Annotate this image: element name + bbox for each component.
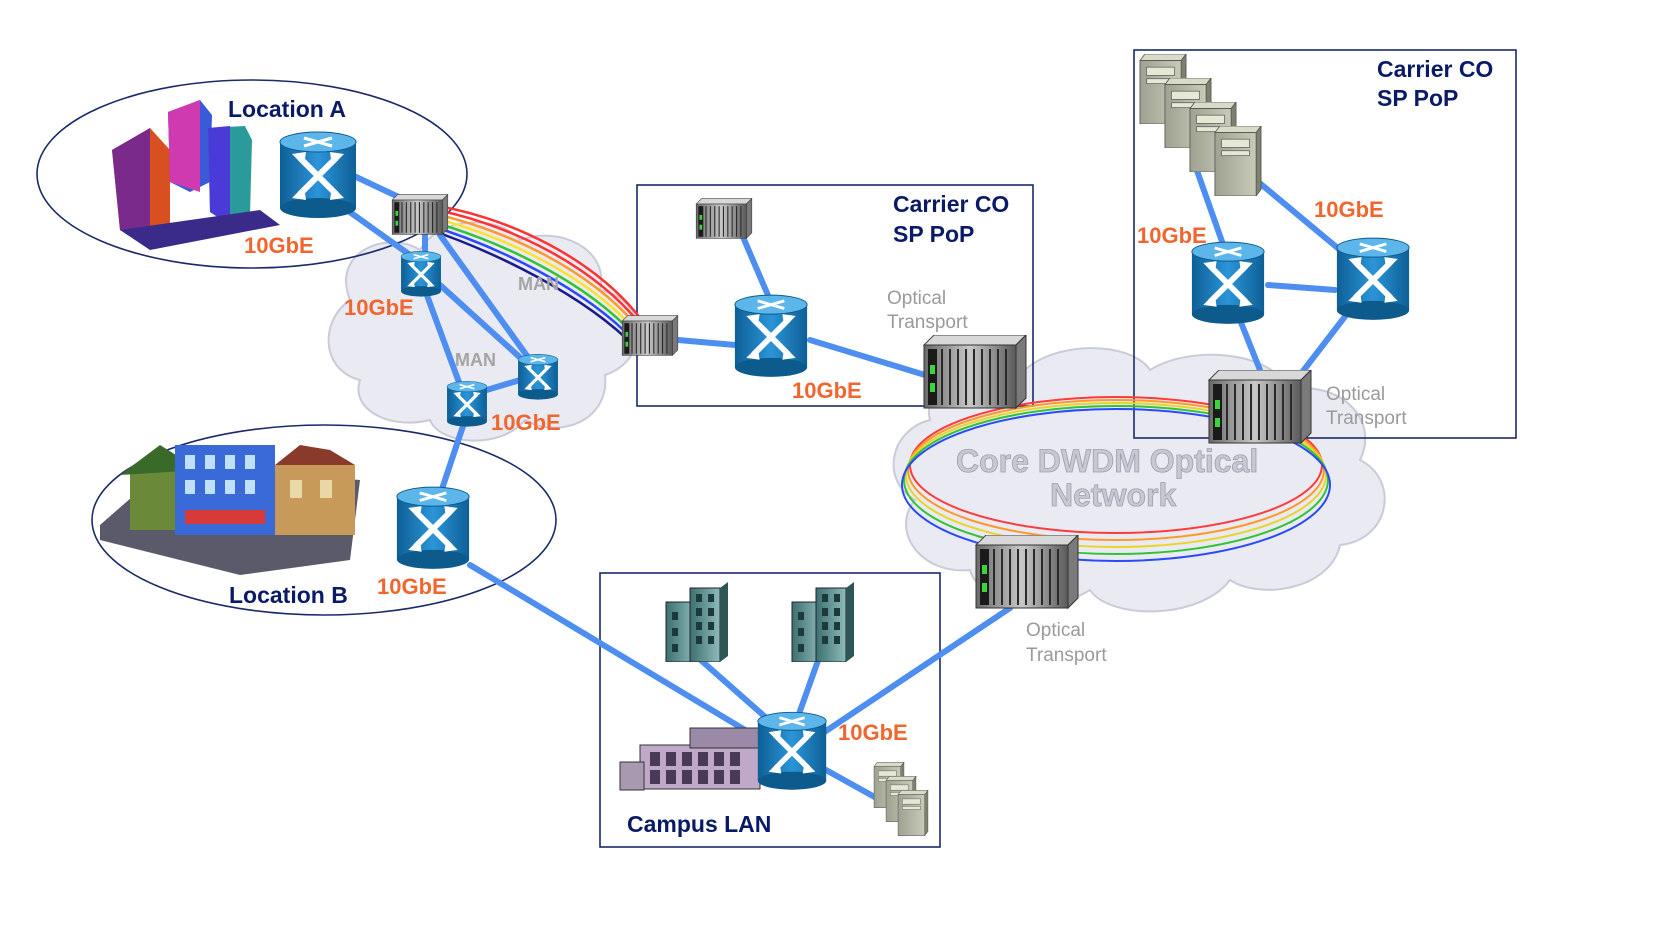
label-gbe-location-b: 10GbE — [377, 574, 447, 599]
campus-main-building — [619, 727, 761, 791]
dwdm-ring — [901, 396, 1331, 562]
links — [337, 162, 1353, 803]
location-b-buildings — [100, 445, 360, 575]
label-carrier-co-right-2: SP PoP — [1377, 85, 1458, 111]
label-gbe-man-1: 10GbE — [344, 295, 414, 320]
carrier-switch — [695, 198, 753, 239]
label-gbe-carrier-mid: 10GbE — [792, 378, 862, 403]
label-gbe-campus: 10GbE — [838, 720, 908, 745]
router-man-3 — [446, 380, 488, 428]
label-optical-right-1: Optical — [1326, 384, 1385, 405]
optical-transport-bottom — [975, 535, 1079, 609]
label-optical-mid-2: Transport — [887, 312, 968, 333]
label-carrier-co-mid-2: SP PoP — [893, 221, 974, 247]
router-campus — [758, 712, 826, 789]
label-core-network-1: Core DWDM Optical — [956, 443, 1258, 479]
label-optical-right-2: Transport — [1326, 408, 1407, 429]
location-a-region — [36, 79, 468, 269]
campus-building-2 — [791, 582, 855, 662]
label-gbe-right-1: 10GbE — [1137, 223, 1207, 248]
carrier-co-right-box — [1133, 49, 1517, 439]
label-gbe-man-2: 10GbE — [491, 410, 561, 435]
campus-servers — [873, 762, 929, 836]
optical-transport-right — [1208, 370, 1312, 444]
label-optical-mid-1: Optical — [887, 288, 946, 309]
label-campus-lan: Campus LAN — [627, 811, 771, 837]
man-switch-a — [391, 194, 449, 235]
man-fiber-bundle — [424, 202, 652, 351]
router-man-2 — [517, 353, 559, 401]
location-b-region — [91, 424, 557, 616]
label-location-b: Location B — [229, 582, 348, 608]
router-carrier-right-2 — [1337, 238, 1409, 320]
router-location-a — [280, 132, 356, 218]
router-carrier-mid — [735, 295, 807, 377]
label-optical-bottom-2: Transport — [1026, 645, 1107, 666]
location-a-buildings — [112, 100, 280, 250]
label-gbe-right-2: 10GbE — [1314, 197, 1384, 222]
label-man-1: MAN — [518, 274, 559, 294]
router-man-1 — [400, 250, 442, 298]
carrier-co-mid-box — [636, 184, 1034, 407]
campus-lan-box — [599, 572, 941, 848]
man-switch-b — [621, 315, 679, 356]
label-optical-bottom-1: Optical — [1026, 620, 1085, 641]
router-location-b — [397, 487, 469, 569]
label-carrier-co-right-1: Carrier CO — [1377, 56, 1493, 82]
label-man-2: MAN — [455, 350, 496, 370]
label-location-a: Location A — [228, 96, 346, 122]
router-carrier-right-1 — [1192, 242, 1264, 324]
optical-transport-mid — [923, 335, 1027, 409]
campus-building-1 — [665, 582, 729, 662]
label-core-network-2: Network — [1050, 477, 1176, 513]
label-gbe-location-a: 10GbE — [244, 233, 314, 258]
label-carrier-co-mid-1: Carrier CO — [893, 191, 1009, 217]
